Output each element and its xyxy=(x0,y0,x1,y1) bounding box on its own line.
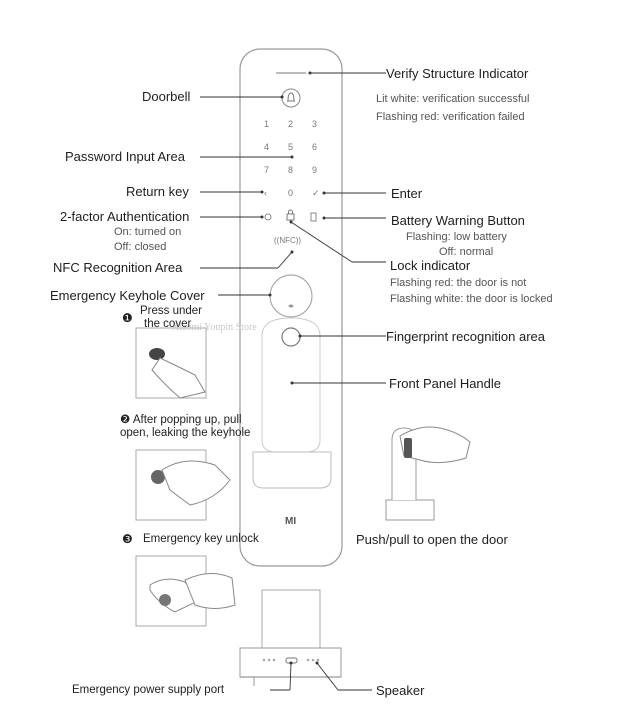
step3-text: Emergency key unlock xyxy=(143,533,259,545)
step2-text: ❷ After popping up, pull open, leaking t… xyxy=(120,414,251,439)
keypad-key: 0 xyxy=(288,188,294,198)
keypad-key: 2 xyxy=(288,119,294,129)
sub-verify-fail: Flashing red: verification failed xyxy=(376,111,525,123)
keypad-key: 3 xyxy=(312,119,318,129)
sub-verify-ok: Lit white: verification successful xyxy=(376,93,530,105)
pushpull-illustration xyxy=(385,426,471,521)
label-fingerprint: Fingerprint recognition area xyxy=(386,329,545,344)
step1-number: ❶ xyxy=(122,311,133,325)
keypad-key: 5 xyxy=(288,142,294,152)
step1-line2: the cover xyxy=(144,318,192,330)
label-pushpull: Push/pull to open the door xyxy=(356,532,508,547)
sub-twofactor-on: On: turned on xyxy=(114,226,182,238)
keypad-key: 7 xyxy=(264,165,270,175)
sub-battery-off: Off: normal xyxy=(439,246,494,258)
keypad-key: 9 xyxy=(312,165,318,175)
label-nfc: NFC Recognition Area xyxy=(53,260,183,275)
keypad-key: ‹ xyxy=(264,188,267,198)
twofactor-icon xyxy=(264,213,272,221)
sub-battery-flash: Flashing: low battery xyxy=(406,231,507,243)
watermark: Xiaomi Youpin Store xyxy=(172,322,257,333)
leader-nfc-2 xyxy=(277,251,293,269)
label-verify: Verify Structure Indicator xyxy=(386,66,529,81)
label-battery: Battery Warning Button xyxy=(391,213,525,228)
label-return: Return key xyxy=(126,184,189,199)
label-keyhole: Emergency Keyhole Cover xyxy=(50,288,205,303)
label-twofactor: 2-factor Authentication xyxy=(60,209,190,224)
nfc-badge: ((NFC)) xyxy=(274,236,302,245)
step1-line1: Press under xyxy=(140,305,203,317)
doorbell-icon xyxy=(281,88,301,108)
step3-number: ❸ xyxy=(122,532,133,546)
power-module-top xyxy=(261,589,321,649)
sub-lock-white: Flashing white: the door is locked xyxy=(390,293,553,305)
keypad-key: 4 xyxy=(264,142,270,152)
label-password: Password Input Area xyxy=(65,149,185,164)
label-doorbell: Doorbell xyxy=(142,89,191,104)
front-panel-handle xyxy=(261,317,321,453)
battery-icon xyxy=(310,212,317,222)
lock-indicator-icon xyxy=(286,213,295,221)
leader-power-2 xyxy=(289,662,292,691)
sub-twofactor-off: Off: closed xyxy=(114,241,167,253)
label-speaker: Speaker xyxy=(376,683,425,698)
handle-base xyxy=(252,451,332,489)
leader-lock xyxy=(290,221,353,263)
brand-logo: MI xyxy=(285,516,297,527)
label-power: Emergency power supply port xyxy=(72,684,225,696)
speaker-grille xyxy=(262,658,320,662)
keypad-key: 6 xyxy=(312,142,318,152)
leader-speaker xyxy=(316,662,339,691)
label-lock: Lock indicator xyxy=(390,258,471,273)
keypad-key: 8 xyxy=(288,165,294,175)
keypad-key: 1 xyxy=(264,119,270,129)
sub-lock-red: Flashing red: the door is not xyxy=(390,277,527,289)
fingerprint-sensor xyxy=(281,327,301,347)
keypad-key: ✓ xyxy=(312,188,320,198)
keyhole-cover xyxy=(269,274,313,318)
label-handle: Front Panel Handle xyxy=(389,376,502,391)
label-enter: Enter xyxy=(391,186,423,201)
